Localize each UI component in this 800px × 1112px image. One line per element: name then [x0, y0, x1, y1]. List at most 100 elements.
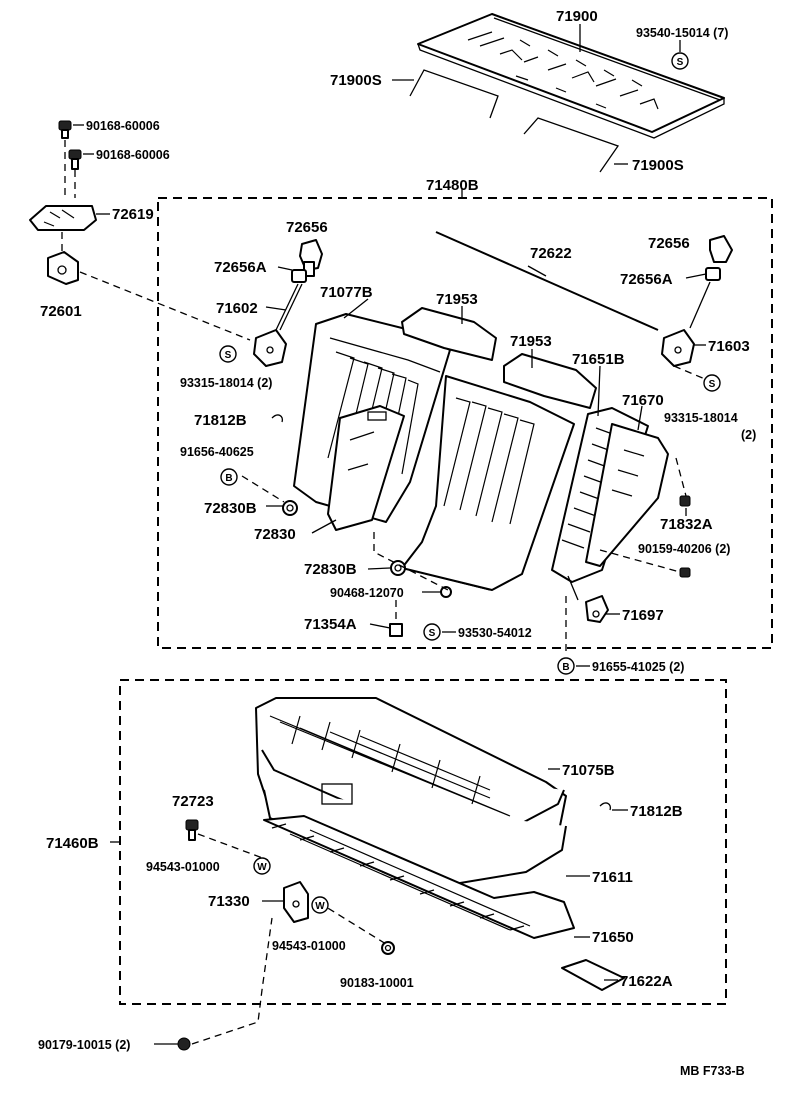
- symbol-s-93315-left: S: [219, 345, 237, 363]
- label-71354A: 71354A: [304, 616, 357, 633]
- stay-rod: [567, 575, 579, 601]
- svg-text:S: S: [677, 57, 684, 68]
- label-71480B: 71480B: [426, 177, 479, 194]
- bolt-71832A: [679, 495, 691, 507]
- svg-text:S: S: [429, 628, 436, 639]
- clip-71812B-bottom: [599, 802, 612, 811]
- package-tray-part: [417, 13, 725, 139]
- label-72830B-b: 72830B: [304, 561, 357, 578]
- label-93540: 93540-15014 (7): [636, 26, 728, 40]
- seatback-lock-left-71602: [253, 329, 287, 367]
- leader-dash: [191, 917, 273, 1045]
- label-94543-b: 94543-01000: [272, 939, 346, 953]
- label-72619: 72619: [112, 206, 154, 223]
- symbol-s-93530: S: [423, 623, 441, 641]
- clip-71354A: [389, 623, 403, 637]
- leader-dash: [317, 901, 387, 945]
- label-71953-b: 71953: [510, 333, 552, 350]
- leader-dash: [675, 457, 687, 497]
- leader-dash: [673, 365, 713, 383]
- svg-text:B: B: [225, 473, 232, 484]
- leader-dash: [79, 271, 251, 341]
- label-71953-a: 71953: [436, 291, 478, 308]
- nut-90183: [381, 941, 395, 955]
- nut-72830B-b: [390, 560, 406, 576]
- label-94543-a: 94543-01000: [146, 860, 220, 874]
- label-71900: 71900: [556, 8, 598, 25]
- label-90159: 90159-40206 (2): [638, 542, 730, 556]
- symbol-b-91655: B: [557, 657, 575, 675]
- symbol-b-91656: B: [220, 468, 238, 486]
- leader-lines: [73, 24, 707, 1045]
- label-71900S-top: 71900S: [330, 72, 382, 89]
- leader-dash: [197, 833, 269, 861]
- label-71602: 71602: [216, 300, 258, 317]
- seatback-lock-right-71603: [661, 329, 695, 367]
- bracket-71330: [283, 881, 309, 923]
- leader-dash: [241, 475, 285, 503]
- bolt-90168-b: [68, 149, 82, 170]
- label-71900S-bottom: 71900S: [632, 157, 684, 174]
- pad-71622A: [561, 959, 625, 991]
- symbol-w-94543-b: W: [311, 896, 329, 914]
- leader-dash: [599, 549, 681, 573]
- label-93530: 93530-54012: [458, 626, 532, 640]
- label-71812B-top: 71812B: [194, 412, 247, 429]
- cable-72622: [435, 231, 659, 331]
- tray-trim-clip-bottom: [523, 117, 620, 173]
- label-72656-right: 72656: [648, 235, 690, 252]
- bolt-90179: [177, 1037, 191, 1051]
- headrest-right-71953: [503, 353, 597, 409]
- svg-text:S: S: [709, 379, 716, 390]
- label-93315-left: 93315-18014 (2): [180, 376, 272, 390]
- label-71670: 71670: [622, 392, 664, 409]
- headrest-guide-right-72656A: [705, 267, 721, 281]
- svg-text:B: B: [562, 662, 569, 673]
- label-71832A: 71832A: [660, 516, 713, 533]
- label-90168-b: 90168-60006: [96, 148, 170, 162]
- label-90168-a: 90168-60006: [86, 119, 160, 133]
- label-91656: 91656-40625: [180, 445, 254, 459]
- symbol-w-94543-a: W: [253, 857, 271, 875]
- armrest-72830: [327, 405, 405, 531]
- bolt-90168-a: [58, 120, 72, 139]
- label-71697: 71697: [622, 607, 664, 624]
- seatback-group-box: [157, 197, 773, 649]
- seatback-board-71670: [585, 423, 669, 567]
- clip-71812B-top: [271, 414, 284, 423]
- lock-rod-71603: [689, 281, 711, 329]
- label-71460B: 71460B: [46, 835, 99, 852]
- label-93315-right-qty: (2): [741, 428, 756, 442]
- headrest-guide-left-72656A: [291, 269, 307, 283]
- seat-cushion-cover-71075B: [255, 697, 567, 889]
- symbol-s-93315-right: S: [703, 374, 721, 392]
- label-71622A: 71622A: [620, 973, 673, 990]
- svg-text:W: W: [257, 862, 267, 873]
- cushion-spring-71650: [263, 815, 575, 939]
- tray-trim-clip-top: [409, 69, 499, 119]
- label-71330: 71330: [208, 893, 250, 910]
- label-72656A-left: 72656A: [214, 259, 267, 276]
- headrest-left-71953: [401, 307, 497, 361]
- footer-code: MB F733-B: [680, 1064, 745, 1078]
- label-90179: 90179-10015 (2): [38, 1038, 130, 1052]
- nut-90468: [440, 586, 452, 598]
- hinge-cover-72619: [29, 205, 97, 231]
- label-71075B: 71075B: [562, 762, 615, 779]
- nut-72830B-a: [282, 500, 298, 516]
- label-71651B: 71651B: [572, 351, 625, 368]
- label-90183: 90183-10001: [340, 976, 414, 990]
- leader-dash: [373, 532, 449, 591]
- label-71077B: 71077B: [320, 284, 373, 301]
- seatback-cover-right: [401, 375, 575, 591]
- headrest-support-right-72656: [709, 235, 733, 263]
- label-71812B-bottom: 71812B: [630, 803, 683, 820]
- label-72830B-a: 72830B: [204, 500, 257, 517]
- symbol-s-93540: S: [671, 52, 689, 70]
- label-93315-right: 93315-18014: [664, 411, 738, 425]
- label-72830: 72830: [254, 526, 296, 543]
- lock-rod-71602: [275, 283, 299, 331]
- label-72723: 72723: [172, 793, 214, 810]
- label-71603: 71603: [708, 338, 750, 355]
